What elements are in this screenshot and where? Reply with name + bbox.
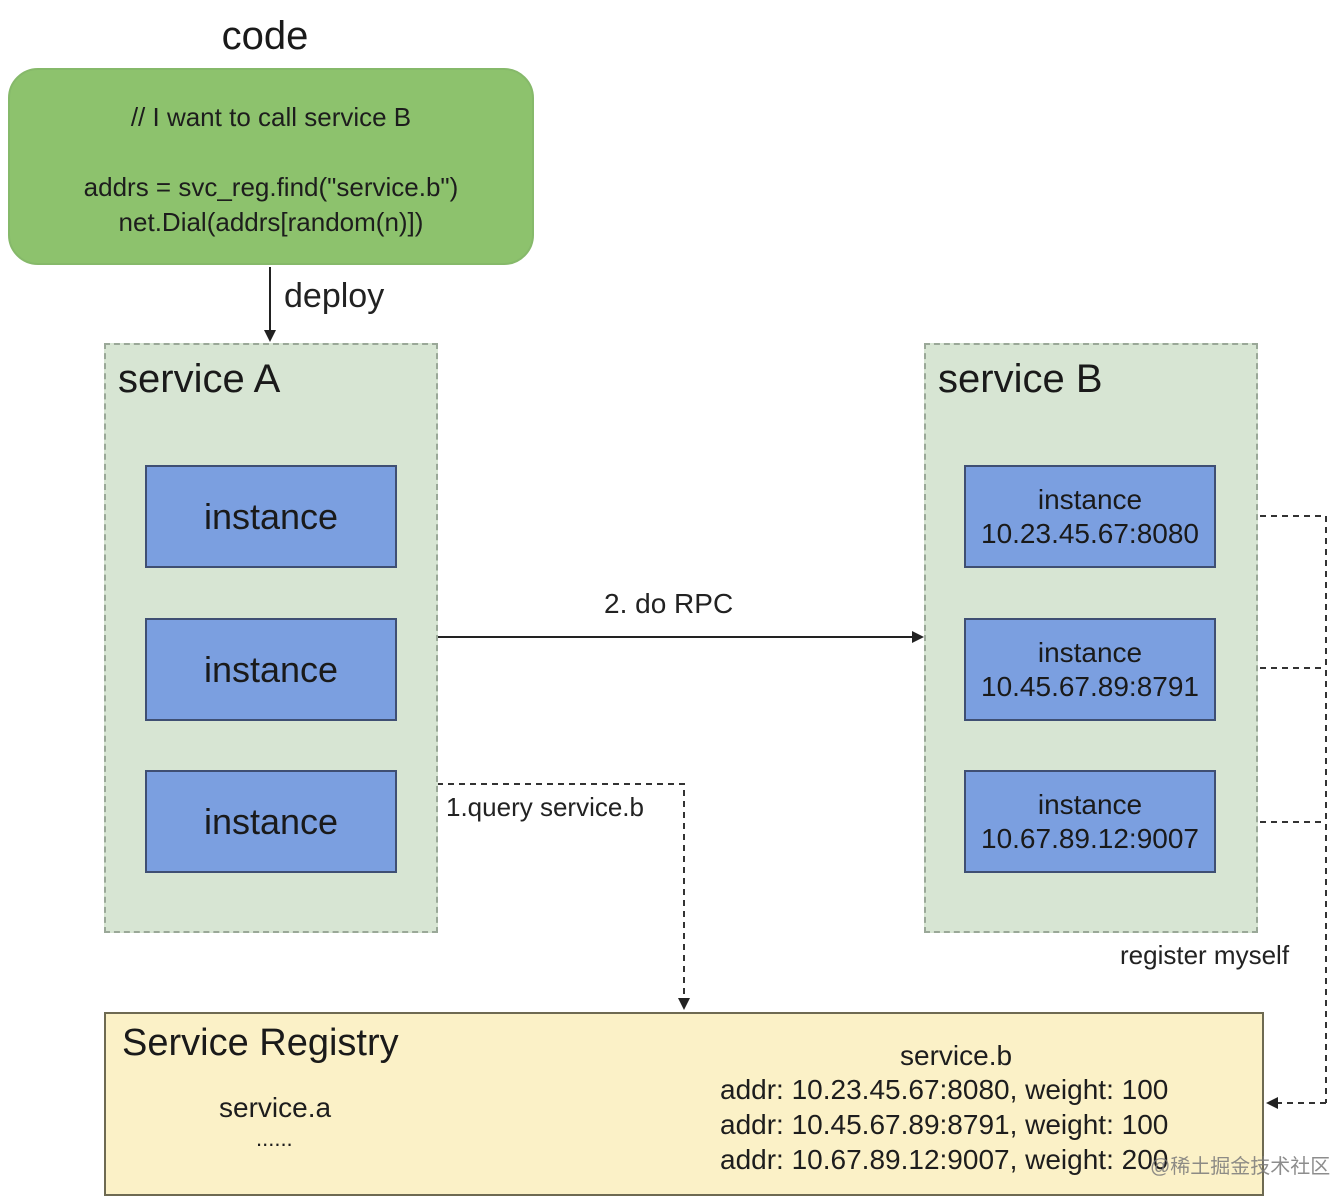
query-arrow (437, 783, 690, 1010)
instance-label: instance (203, 495, 339, 537)
service-a-instance: instance (145, 770, 397, 873)
watermark: @稀土掘金技术社区 (1150, 1156, 1331, 1178)
deploy-label: deploy (284, 277, 385, 315)
register-connector (1216, 515, 1327, 1109)
rpc-label: 2. do RPC (604, 588, 734, 619)
registry-service-a-more: ...... (256, 1126, 293, 1151)
instance-address: 10.67.89.12:9007 (981, 822, 1199, 854)
registry-entry: addr: 10.67.89.12:9007, weight: 200 (720, 1144, 1169, 1175)
service-b-instance: instance 10.67.89.12:9007 (964, 770, 1216, 873)
registry-service-b: service.b (900, 1040, 1013, 1071)
registry-entry: addr: 10.45.67.89:8791, weight: 100 (720, 1109, 1169, 1140)
code-dial-line: net.Dial(addrs[random(n)]) (118, 207, 424, 237)
instance-label: instance (1037, 483, 1143, 515)
instance-address: 10.23.45.67:8080 (981, 517, 1199, 549)
instance-label: instance (1037, 636, 1143, 668)
service-registry: Service Registry service.a ...... servic… (104, 1012, 1264, 1196)
service-b-instance: instance 10.23.45.67:8080 (964, 465, 1216, 568)
instance-label: instance (1037, 788, 1143, 820)
code-find-line: addrs = svc_reg.find("service.b") (83, 172, 459, 202)
registry-service-a: service.a (219, 1092, 332, 1123)
service-b-title: service B (938, 357, 1103, 401)
service-a-instance: instance (145, 618, 397, 721)
registry-title: Service Registry (122, 1022, 399, 1064)
registry-entry: addr: 10.23.45.67:8080, weight: 100 (720, 1074, 1169, 1105)
code-box: // I want to call service B addrs = svc_… (8, 68, 534, 265)
register-label: register myself (1120, 940, 1290, 970)
instance-label: instance (203, 800, 339, 842)
code-title: code (221, 14, 309, 58)
service-a-title: service A (118, 357, 281, 401)
service-b-instance: instance 10.45.67.89:8791 (964, 618, 1216, 721)
instance-address: 10.45.67.89:8791 (981, 670, 1199, 702)
code-comment-line: // I want to call service B (130, 102, 412, 132)
instance-label: instance (203, 648, 339, 690)
query-label: 1.query service.b (446, 792, 644, 822)
service-a-instance: instance (145, 465, 397, 568)
